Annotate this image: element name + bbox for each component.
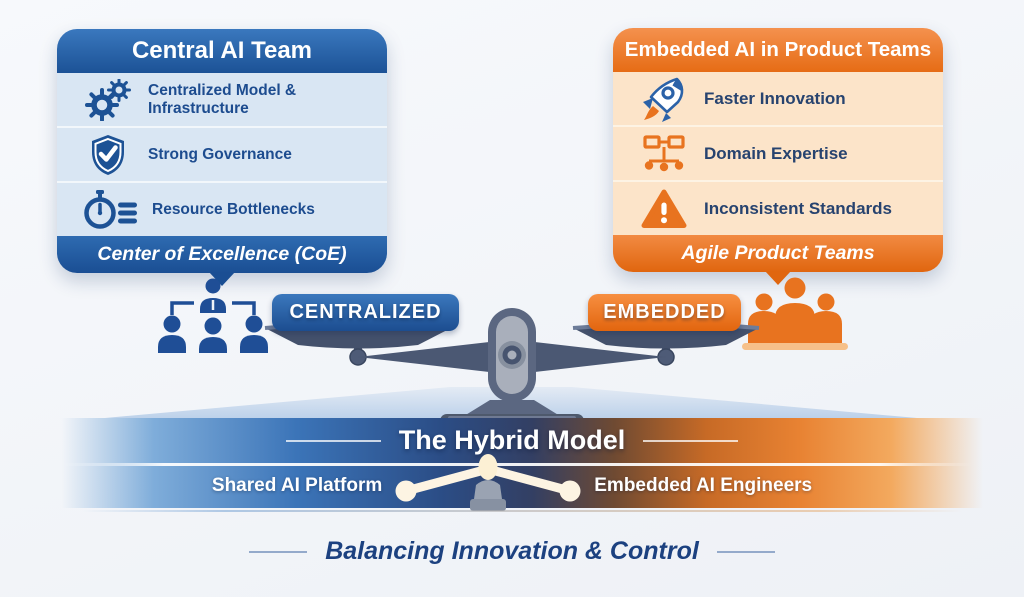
decor-dash [716, 550, 775, 553]
hybrid-band-header: The Hybrid Model [0, 418, 1024, 463]
decor-line [285, 439, 381, 442]
decor-line [643, 439, 739, 442]
embedded-card-title: Embedded AI in Product Teams [613, 28, 943, 72]
embedded-ai-card: Embedded AI in Product Teams Faster Inno… [613, 28, 943, 285]
warning-triangle-icon [637, 188, 691, 230]
central-card-title: Central AI Team [57, 29, 387, 73]
feature-label: Resource Bottlenecks [152, 200, 315, 218]
feature-label: Faster Innovation [704, 88, 846, 108]
rocket-icon [637, 76, 691, 122]
feature-row: Domain Expertise [613, 125, 943, 180]
feature-row: Faster Innovation [613, 72, 943, 125]
feature-label: Inconsistent Standards [704, 198, 892, 218]
decor-dash [249, 550, 308, 553]
gears-icon [81, 78, 135, 121]
feature-label: Centralized Model & Infrastructure [148, 81, 297, 117]
bottom-caption-row: Balancing Innovation & Control [0, 537, 1024, 566]
centralized-pan-label: CENTRALIZED [272, 294, 459, 331]
central-ai-team-card: Central AI Team [57, 29, 387, 286]
feature-row: Resource Bottlenecks [57, 181, 387, 236]
shield-check-icon [81, 133, 135, 177]
feature-row: Strong Governance [57, 126, 387, 181]
feature-row: Inconsistent Standards [613, 180, 943, 235]
embedded-engineers-label: Embedded AI Engineers [594, 475, 813, 496]
bottom-caption: Balancing Innovation & Control [325, 537, 699, 565]
embedded-pan-label: EMBEDDED [588, 294, 741, 331]
central-card-body: Centralized Model & Infrastructure Stron… [57, 73, 387, 236]
central-card-footer: Center of Excellence (CoE) [57, 236, 387, 273]
stopwatch-list-icon [81, 189, 139, 231]
central-team-people-icon [158, 278, 268, 353]
shared-platform-label: Shared AI Platform [211, 475, 383, 496]
product-team-people-icon [742, 277, 848, 350]
feature-row: Centralized Model & Infrastructure [57, 73, 387, 126]
hybrid-model-band: The Hybrid Model Shared AI Platform Embe… [0, 418, 1024, 512]
band-divider [0, 463, 1024, 466]
hybrid-band-details: Shared AI Platform Embedded AI Engineers [0, 454, 1024, 511]
org-chart-icon [637, 133, 691, 175]
feature-label: Domain Expertise [704, 143, 848, 163]
feature-label: Strong Governance [148, 145, 292, 163]
embedded-card-body: Faster Innovation Domain Expertise [613, 72, 943, 235]
embedded-card-footer: Agile Product Teams [613, 235, 943, 272]
hybrid-model-title: The Hybrid Model [398, 425, 626, 455]
card-pointer-tail [765, 271, 791, 285]
mini-seesaw-icon [395, 454, 581, 511]
